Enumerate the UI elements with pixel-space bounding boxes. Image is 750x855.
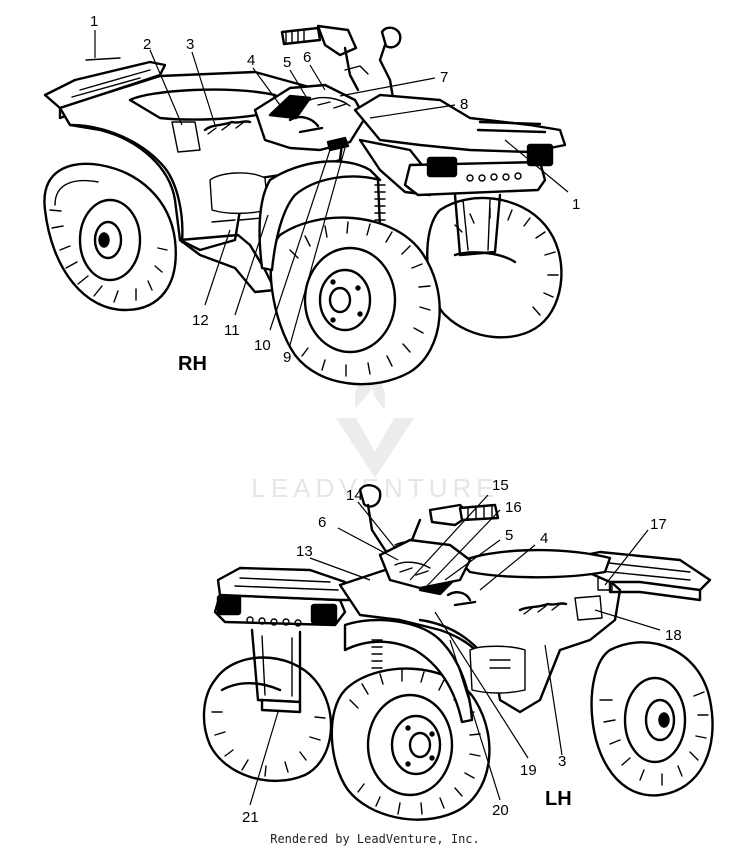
rh-rear-wheel bbox=[43, 162, 177, 312]
callout-number: 5 bbox=[283, 54, 291, 71]
callout-number: 8 bbox=[460, 96, 468, 113]
rh-callouts: 1 2 3 4 5 6 7 8 1 12 11 10 9 bbox=[90, 13, 580, 366]
lh-seat bbox=[458, 548, 612, 579]
callout-number: 15 bbox=[492, 477, 509, 494]
callout-number: 11 bbox=[224, 322, 240, 339]
rh-handlebars bbox=[280, 24, 402, 112]
callout-number: 6 bbox=[303, 49, 311, 66]
callout-number: 9 bbox=[283, 349, 291, 366]
callout-number: 6 bbox=[318, 514, 326, 531]
lh-front-fender bbox=[343, 618, 474, 724]
callout-number: 10 bbox=[254, 337, 271, 354]
lh-front-rack bbox=[216, 566, 362, 602]
lh-front-wheel bbox=[330, 667, 491, 821]
callout-number: 5 bbox=[505, 527, 513, 544]
lh-front-bumper bbox=[213, 593, 347, 714]
callout-number: 21 bbox=[242, 809, 259, 826]
footer-credit: Rendered by LeadVenture, Inc. bbox=[270, 832, 480, 846]
callout-number: 2 bbox=[143, 36, 151, 53]
callout-number: 19 bbox=[520, 762, 537, 779]
callout-number: 1 bbox=[90, 13, 98, 30]
view-label-lh: LH bbox=[545, 788, 572, 810]
lh-leader-lines bbox=[249, 494, 661, 806]
callout-number: 16 bbox=[505, 499, 522, 516]
callout-number: 7 bbox=[440, 69, 448, 86]
callout-number: 13 bbox=[296, 543, 313, 560]
rh-leader-lines bbox=[94, 30, 569, 346]
callout-number: 3 bbox=[558, 753, 566, 770]
callout-number: 17 bbox=[650, 516, 667, 533]
atv-right-side-view: 1 2 3 4 5 6 7 8 1 12 11 10 9 RH bbox=[43, 13, 580, 386]
rh-front-bumper bbox=[403, 143, 554, 257]
callout-number: 3 bbox=[186, 36, 194, 53]
callout-number: 20 bbox=[492, 802, 509, 819]
callout-number: 4 bbox=[247, 52, 255, 69]
rh-fuel-tank bbox=[253, 83, 367, 152]
callout-number: 4 bbox=[540, 530, 548, 547]
callout-number: 1 bbox=[572, 196, 580, 213]
atv-left-side-view: 15 14 16 6 5 4 17 13 18 21 20 19 3 LH bbox=[202, 477, 714, 826]
rh-front-wheel bbox=[269, 216, 441, 386]
lh-callouts: 15 14 16 6 5 4 17 13 18 21 20 19 3 bbox=[242, 477, 682, 826]
callout-number: 18 bbox=[665, 627, 682, 644]
callout-number: 12 bbox=[192, 312, 209, 329]
rh-decal-strip bbox=[85, 57, 121, 61]
lh-far-front-wheel bbox=[202, 656, 333, 783]
view-label-rh: RH bbox=[178, 353, 207, 375]
callout-number: 14 bbox=[346, 487, 363, 504]
rh-far-front-wheel bbox=[426, 196, 563, 339]
lh-rear-wheel bbox=[590, 641, 714, 797]
